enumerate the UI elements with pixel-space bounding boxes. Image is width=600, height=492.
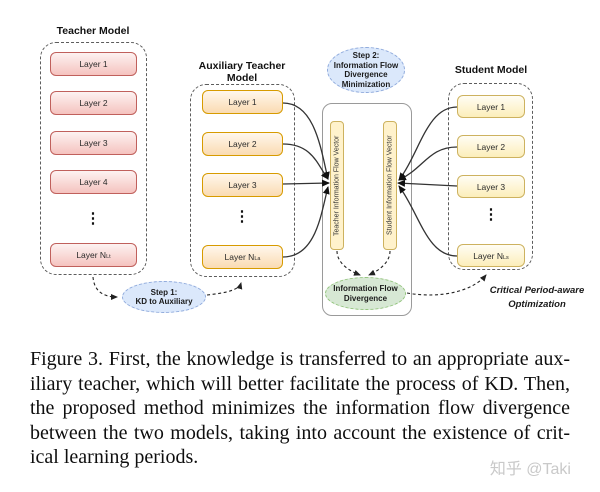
critical-line1: Critical Period-aware — [489, 285, 585, 296]
auxiliary-title-line1: Auxiliary Teacher — [198, 60, 286, 72]
step2-line3: Divergence — [344, 70, 388, 79]
teacher-model-container — [40, 42, 147, 275]
student-layer-2: Layer 2 — [457, 135, 525, 158]
student-layer-1: Layer 1 — [457, 95, 525, 118]
teacher-layer-1: Layer 1 — [50, 52, 137, 76]
student-layer-3: Layer 3 — [457, 175, 525, 198]
step1-line2: KD to Auxiliary — [135, 297, 193, 306]
figure-caption: Figure 3. First, the knowledge is transf… — [30, 347, 570, 470]
student-information-flow-vector: Student Information Flow Vector — [383, 121, 397, 250]
auxiliary-layer-3: Layer 3 — [202, 173, 283, 197]
divergence-line1: Information Flow — [333, 284, 398, 293]
auxiliary-layer-2: Layer 2 — [202, 132, 283, 156]
student-layer-n-subscript: Ls — [502, 254, 509, 261]
teacher-layer-3: Layer 3 — [50, 131, 137, 155]
step2-line1: Step 2: — [352, 51, 380, 60]
step1-badge: Step 1: KD to Auxiliary — [122, 281, 206, 313]
step2-line4: Minimization — [341, 79, 391, 89]
student-layer-3-label: Layer 3 — [476, 181, 506, 192]
student-layer-n-label: Layer N — [473, 250, 503, 261]
auxiliary-model-container — [190, 84, 295, 277]
teacher-model-title: Teacher Model — [56, 25, 130, 37]
teacher-layer-3-label: Layer 3 — [79, 138, 108, 148]
auxiliary-layer-n-label: Layer N — [224, 252, 255, 262]
teacher-vector-label: Teacher Information Flow Vector — [333, 135, 341, 236]
teacher-layer-n-subscript: Lt — [106, 254, 111, 260]
student-ellipsis-dots: ⋮ — [483, 206, 499, 223]
critical-period-label: Critical Period-aware Optimization — [477, 284, 597, 312]
teacher-layer-1-label: Layer 1 — [79, 59, 108, 69]
teacher-layer-n-label: Layer N — [76, 250, 107, 260]
information-flow-divergence-badge: Information Flow Divergence — [325, 277, 406, 310]
step1-to-auxiliary-arrow — [206, 282, 243, 296]
step2-badge: Step 2: Information Flow Divergence Mini… — [327, 47, 405, 93]
caption-line-1: Figure 3. First, the knowledge is transf… — [30, 348, 570, 370]
teacher-layer-4: Layer 4 — [50, 170, 137, 194]
teacher-layer-4-label: Layer 4 — [79, 177, 108, 187]
teacher-layer-2-label: Layer 2 — [79, 98, 108, 108]
student-vector-label: Student Information Flow Vector — [386, 135, 394, 236]
divergence-to-student-arrow — [406, 274, 487, 296]
student-layer-2-label: Layer 2 — [476, 141, 506, 152]
step1-line1: Step 1: — [150, 287, 178, 297]
student-layer-1-label: Layer 1 — [476, 101, 506, 112]
auxiliary-layer-1-label: Layer 1 — [228, 97, 257, 107]
watermark: 知乎 @Taki — [489, 461, 571, 478]
auxiliary-model-title: Auxiliary Teacher Model — [187, 60, 297, 84]
teacher-layer-2: Layer 2 — [50, 91, 137, 115]
teacher-to-step1-arrow — [92, 276, 118, 300]
caption-line-2: iliary teacher, which will better facili… — [30, 372, 570, 395]
caption-line-3: the proposed method minimizes the inform… — [30, 397, 570, 420]
caption-line-4: between the two models, taking into acco… — [30, 421, 570, 444]
auxiliary-layer-3-label: Layer 3 — [228, 180, 257, 190]
auxiliary-title-line2: Model — [226, 72, 258, 84]
caption-line-5: ical learning periods. — [30, 446, 199, 469]
teacher-ellipsis-dots: ⋮ — [85, 210, 101, 227]
teacher-information-flow-vector: Teacher Information Flow Vector — [330, 121, 344, 250]
auxiliary-layer-1: Layer 1 — [202, 90, 283, 114]
divergence-line2: Divergence — [343, 293, 388, 303]
step2-line2: Information Flow — [333, 60, 399, 70]
auxiliary-layer-n-subscript: La — [254, 256, 261, 262]
student-model-title: Student Model — [454, 64, 528, 76]
auxiliary-layer-2-label: Layer 2 — [228, 139, 257, 149]
critical-line2: Optimization — [508, 299, 566, 310]
auxiliary-ellipsis-dots: ⋮ — [234, 208, 250, 225]
